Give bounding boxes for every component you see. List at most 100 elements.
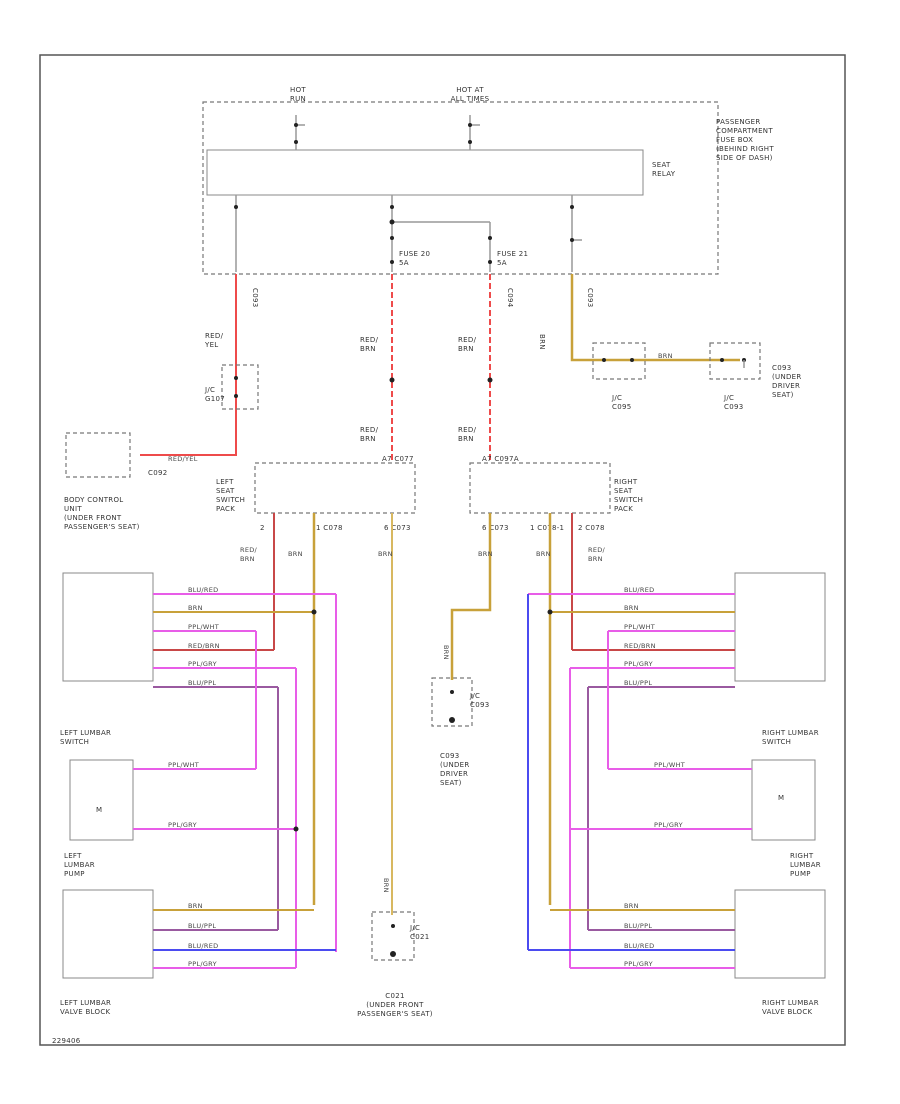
- left-red-brn-pack-label: RED/: [240, 546, 258, 554]
- right-brn-c093-label: BRN: [442, 645, 450, 660]
- right-brn-splice: [547, 609, 553, 615]
- connector-label-left: C093: [251, 288, 259, 307]
- harness-wire-labels: BRN BLU/RED BRN PPL/WHT RED/BRN PPL/GRY BLU/PP…: [168, 546, 685, 968]
- c077-pin-6: 6 C073: [384, 524, 411, 532]
- wire-red-brn-label-4: RED/BRN: [458, 426, 477, 443]
- c077-pin-2: 2: [260, 524, 265, 532]
- wire-brn-label-mid: BRN: [658, 352, 673, 360]
- seat-relay-box: [206, 149, 644, 196]
- left-pump-wire-label-0: PPL/WHT: [168, 761, 199, 769]
- diagram-frame: [39, 54, 846, 1046]
- diagram-id: 229406: [52, 1037, 81, 1045]
- connector-label-mid: C094: [506, 288, 514, 308]
- right-valve-wire-label-2: BLU/RED: [624, 942, 654, 950]
- left-switch-wire-label-5: BLU/PPL: [188, 679, 216, 687]
- left-brn-ground-pack-label: BRN: [378, 550, 393, 558]
- wire-red-yel-label: RED/YEL: [204, 332, 224, 349]
- right-pump-motor-icon: M: [778, 794, 784, 802]
- right-switch-wire-label-0: BLU/RED: [624, 586, 654, 594]
- right-brn-to-c093: [450, 513, 492, 680]
- left-lumbar-pump-box: [69, 759, 134, 841]
- harness-wires: [133, 513, 752, 969]
- right-lumbar-pump-box: [751, 759, 816, 841]
- bcu-box: [65, 432, 131, 478]
- connector-label-right: C093: [586, 288, 594, 307]
- right-switch-wire-label-2: PPL/WHT: [624, 623, 655, 631]
- c097-pin-6: 6 C073: [482, 524, 509, 532]
- bcu-connector-label: C092: [148, 469, 167, 477]
- left-switch-wire-label-4: PPL/GRY: [188, 660, 217, 668]
- right-valve-wire-label-1: BLU/PPL: [624, 922, 652, 930]
- left-valve-wire-label-3: PPL/GRY: [188, 960, 217, 968]
- right-lumbar-switch-box: [734, 572, 826, 682]
- left-lumbar-switch-box: [62, 572, 154, 682]
- right-switch-wire-label-3: RED/BRN: [624, 642, 656, 650]
- left-valve-wire-label-1: BLU/PPL: [188, 922, 216, 930]
- left-switch-pack-connector: A7 C077: [382, 455, 414, 463]
- wire-red-brn-label-3: RED/BRN: [458, 336, 477, 353]
- right-red-brn-pack-label: RED/: [588, 546, 606, 554]
- bcu-wire-label: RED/YEL: [168, 455, 198, 463]
- right-switch-wire-label-1: BRN: [624, 604, 639, 612]
- left-valve-block-box: [62, 889, 154, 979]
- left-valve-wire-label-0: BRN: [188, 902, 203, 910]
- left-seat-switch-pack: [254, 462, 416, 514]
- left-brn-ground-label: BRN: [382, 878, 390, 893]
- fuse-box-outline: [202, 101, 719, 275]
- right-switch-wire-label-4: PPL/GRY: [624, 660, 653, 668]
- left-pump-motor-icon: M: [96, 806, 102, 814]
- wire-red-brn-label-1: RED/BRN: [360, 336, 379, 353]
- left-red-brn-pack-label-2: BRN: [240, 555, 255, 563]
- right-seat-switch-pack: [469, 462, 611, 514]
- right-pump-wire-label-0: PPL/WHT: [654, 761, 685, 769]
- left-switch-wire-label-2: PPL/WHT: [188, 623, 219, 631]
- right-switch-pack-connector: A7 C097A: [482, 455, 519, 463]
- right-valve-wire-label-3: PPL/GRY: [624, 960, 653, 968]
- right-switch-wire-label-5: BLU/PPL: [624, 679, 652, 687]
- wire-red-brn-label-2: RED/BRN: [360, 426, 379, 443]
- left-valve-wire-label-2: BLU/RED: [188, 942, 218, 950]
- c077-pin-1: 1 C078: [316, 524, 343, 532]
- right-brn-feed-label: BRN: [536, 550, 551, 558]
- right-pump-wire-label-1: PPL/GRY: [654, 821, 683, 829]
- left-switch-wire-label-0: BLU/RED: [188, 586, 218, 594]
- left-brn-splice: [311, 609, 317, 615]
- right-valve-block-box: [734, 889, 826, 979]
- right-valve-wire-label-0: BRN: [624, 902, 639, 910]
- right-brn-pack-label: BRN: [478, 550, 493, 558]
- left-brn-pack-label: BRN: [288, 550, 303, 558]
- left-switch-wire-label-3: RED/BRN: [188, 642, 220, 650]
- c097-pin-2: 2 C078: [578, 524, 605, 532]
- c097-pin-1: 1 C078-1: [530, 524, 564, 532]
- left-switch-wire-label-1: BRN: [188, 604, 203, 612]
- left-ppl-gry-splice: [293, 826, 299, 832]
- wire-brn-label-top: BRN: [538, 334, 546, 350]
- left-pump-wire-label-1: PPL/GRY: [168, 821, 197, 829]
- right-red-brn-pack-label-2: BRN: [588, 555, 603, 563]
